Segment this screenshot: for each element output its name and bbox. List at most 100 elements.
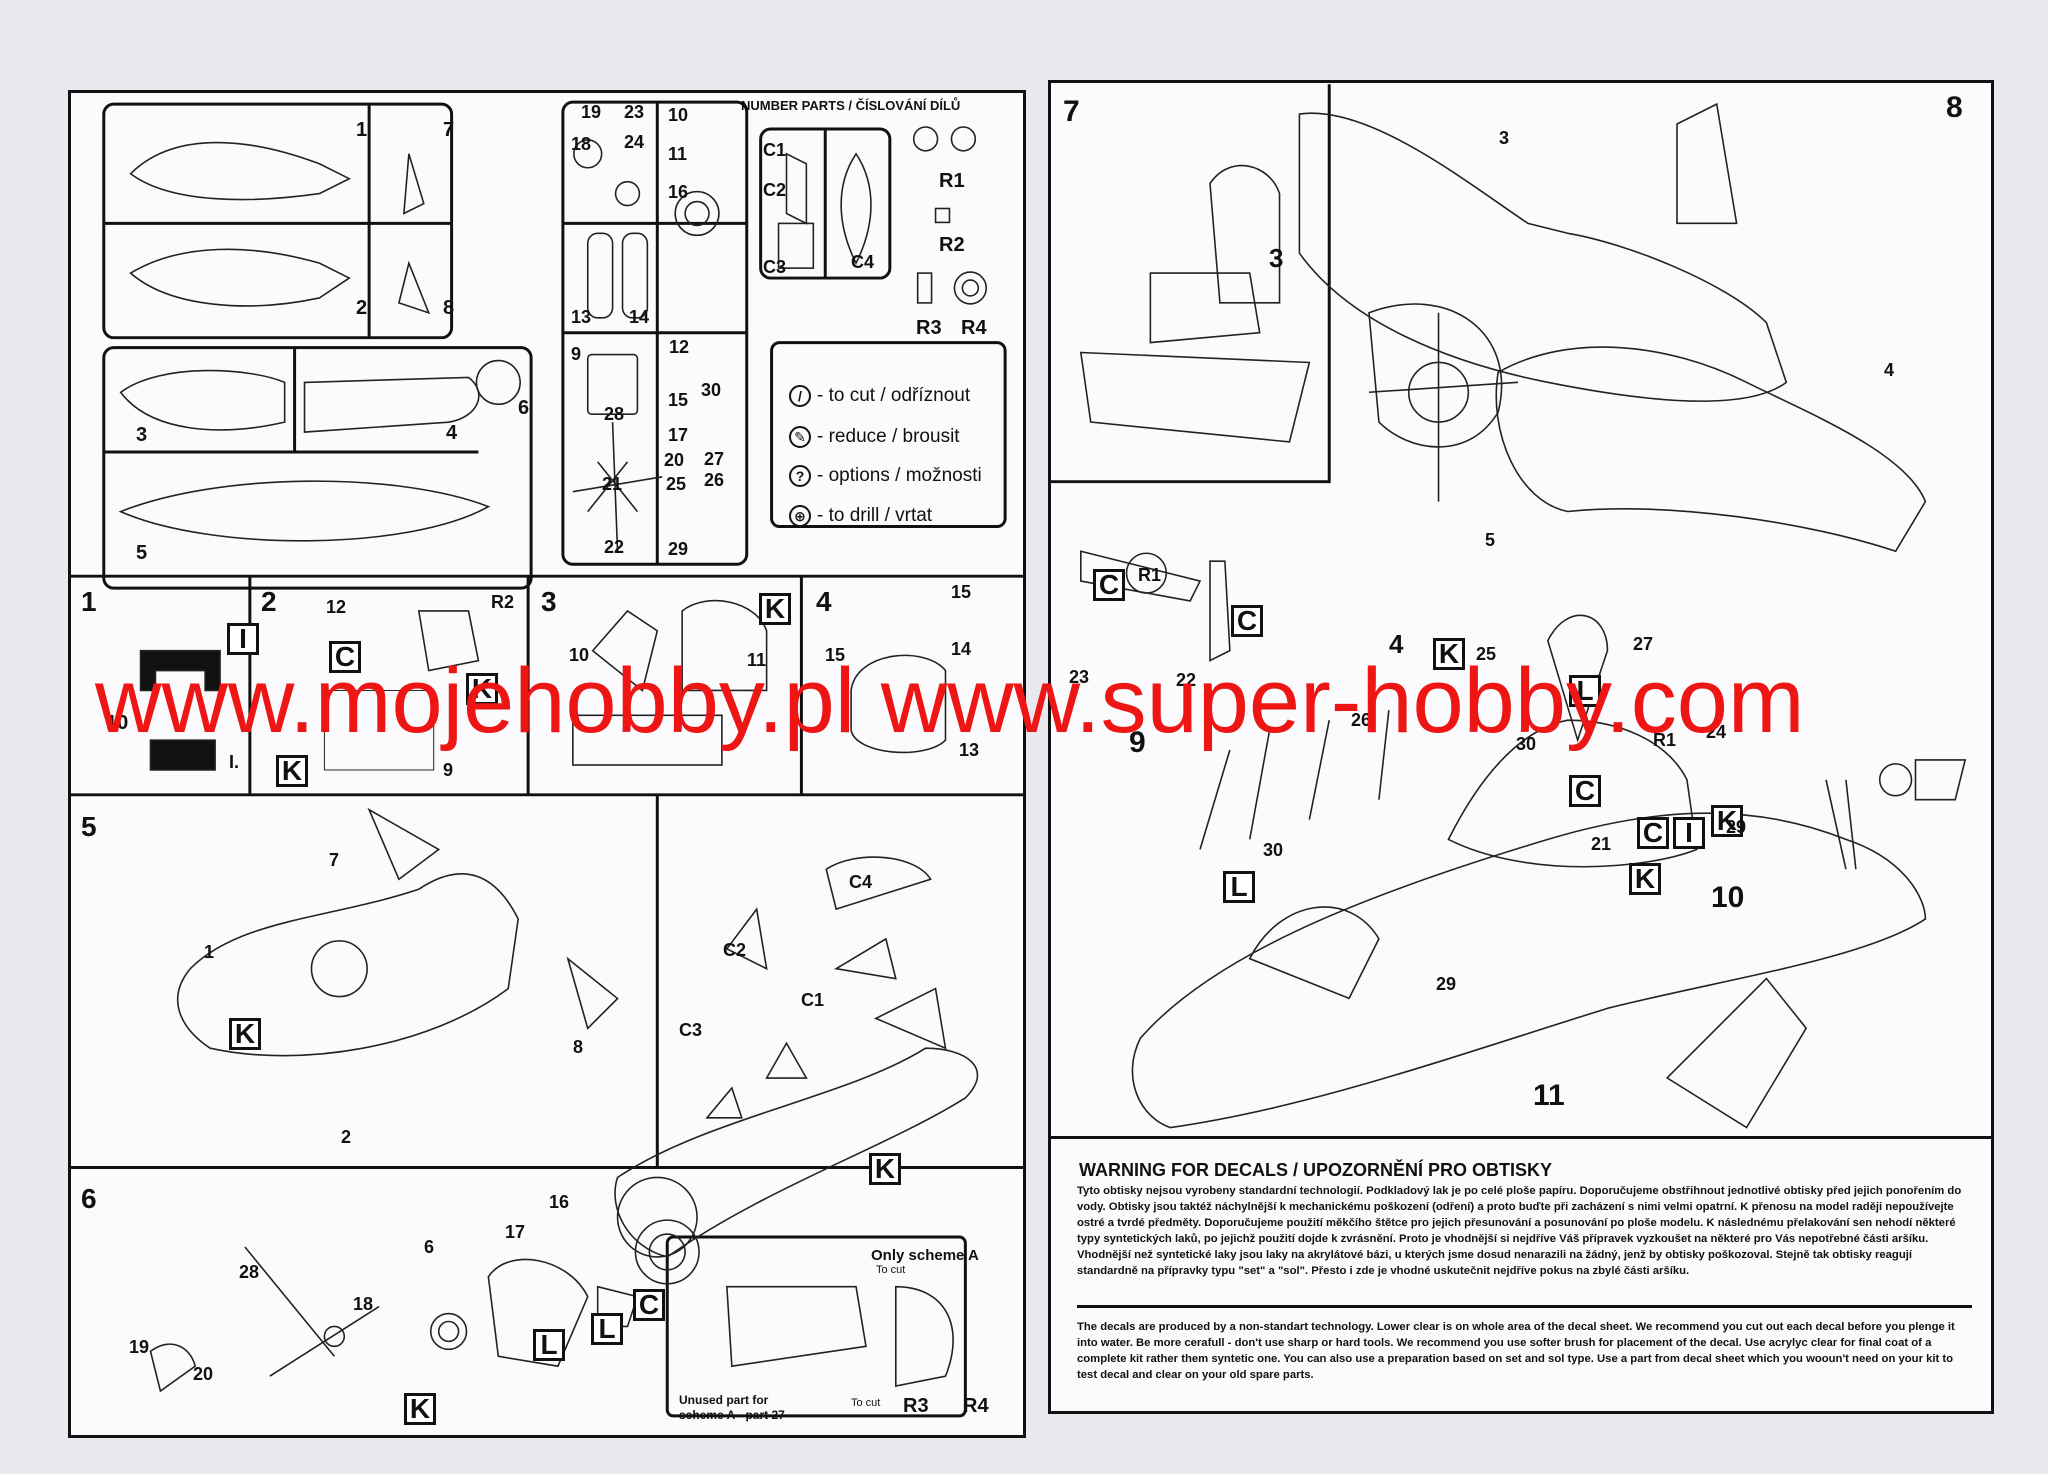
letter-k-box: K bbox=[759, 593, 791, 625]
step6-part-19: 19 bbox=[129, 1337, 150, 1357]
letter-k-box: K bbox=[1711, 805, 1743, 837]
part-19: 19 bbox=[581, 102, 602, 122]
clear-part-c2: C2 bbox=[763, 180, 787, 200]
step5-part-c2: C2 bbox=[723, 940, 747, 960]
part-4: 4 bbox=[446, 422, 458, 444]
step8-part-27: 27 bbox=[1633, 634, 1654, 654]
step-4-number: 4 bbox=[816, 586, 832, 617]
step11-part-29b: 29 bbox=[1436, 974, 1457, 994]
right-page-line-art bbox=[1051, 84, 1991, 1139]
step8-part-3: 3 bbox=[1499, 128, 1510, 148]
number-parts-header: NUMBER PARTS / ČÍSLOVÁNÍ DÍLŮ bbox=[741, 98, 961, 113]
left-page-line-art bbox=[71, 100, 1023, 1418]
step9-part-22: 22 bbox=[1176, 670, 1197, 690]
step1-part-10: 10 bbox=[106, 712, 129, 734]
part-22: 22 bbox=[604, 537, 625, 557]
part-14: 14 bbox=[629, 307, 650, 327]
watermark: www.mojehobby.pl www.super-hobby.com bbox=[95, 650, 1805, 752]
step4-part-14: 14 bbox=[951, 639, 972, 659]
step6-part-28: 28 bbox=[239, 1262, 260, 1282]
reduce-icon: ✎ bbox=[789, 426, 811, 448]
letter-k-box: K bbox=[229, 1018, 261, 1050]
right-instruction-page: 7 3 8 3 4 5 27 C C R1 23 22 9 C C I K K … bbox=[1048, 80, 1994, 1414]
step-5-number: 5 bbox=[81, 811, 97, 842]
step-11-number: 11 bbox=[1533, 1079, 1565, 1112]
letter-l-box: L bbox=[533, 1329, 565, 1361]
legend-cut: / - to cut / odříznout bbox=[789, 385, 970, 407]
part-20: 20 bbox=[664, 450, 685, 470]
step2-part-12: 12 bbox=[326, 597, 347, 617]
step3-part-10: 10 bbox=[569, 645, 590, 665]
unused-part-note: Unused part for scheme A - part 27 bbox=[679, 1393, 785, 1422]
part-8: 8 bbox=[443, 297, 455, 319]
part-18: 18 bbox=[571, 134, 592, 154]
step5-part-c3: C3 bbox=[679, 1020, 703, 1040]
letter-k-box: K bbox=[1433, 638, 1465, 670]
step-1-number: 1 bbox=[81, 586, 97, 617]
part-23: 23 bbox=[624, 102, 645, 122]
step10-part-r1: R1 bbox=[1653, 730, 1677, 750]
letter-c-box: C bbox=[1093, 569, 1125, 601]
legend-options: ? - options / možnosti bbox=[789, 465, 982, 487]
step6-part-16: 16 bbox=[549, 1192, 570, 1212]
legend-drill: ⊕ - to drill / vrtat bbox=[789, 505, 932, 527]
step11-part-26: 26 bbox=[1351, 710, 1372, 730]
step6-part-17: 17 bbox=[505, 1222, 526, 1242]
part-11: 11 bbox=[668, 144, 688, 164]
step11-part-4: 4 bbox=[1389, 629, 1404, 659]
part-15: 15 bbox=[668, 390, 689, 410]
step7-part-3: 3 bbox=[1269, 243, 1284, 273]
letter-c-box: C bbox=[1637, 817, 1669, 849]
part-30: 30 bbox=[701, 380, 722, 400]
part-5: 5 bbox=[136, 542, 148, 564]
step2-part-r2: R2 bbox=[491, 592, 515, 612]
part-16: 16 bbox=[668, 182, 689, 202]
part-27: 27 bbox=[704, 449, 725, 469]
legend-reduce: ✎ - reduce / brousit bbox=[789, 426, 960, 448]
part-7: 7 bbox=[443, 119, 455, 141]
clear-part-c3: C3 bbox=[763, 257, 787, 277]
rubber-part-r1: R1 bbox=[939, 170, 965, 192]
step4-part-15b: 15 bbox=[951, 582, 972, 602]
clear-part-c1: C1 bbox=[763, 140, 787, 160]
letter-c-box: C bbox=[1569, 775, 1601, 807]
decal-warning-title: WARNING FOR DECALS / UPOZORNĚNÍ PRO OBTI… bbox=[1079, 1160, 1553, 1180]
part-6: 6 bbox=[518, 397, 530, 419]
step6-part-20: 20 bbox=[193, 1364, 214, 1384]
letter-l-box: L bbox=[1569, 675, 1601, 707]
part-25: 25 bbox=[666, 474, 687, 494]
letter-i-box: I bbox=[227, 623, 259, 655]
only-scheme-a-title: Only scheme A bbox=[871, 1247, 979, 1264]
letter-i-box: I bbox=[1673, 817, 1705, 849]
step8-part-4: 4 bbox=[1884, 360, 1895, 380]
letter-c-box: C bbox=[1231, 605, 1263, 637]
decal-warning-czech: Tyto obtisky nejsou vyrobeny standardní … bbox=[1077, 1185, 1962, 1277]
part-10: 10 bbox=[668, 105, 689, 125]
step-9-number: 9 bbox=[1129, 726, 1146, 759]
warning-divider bbox=[1077, 1305, 1972, 1308]
cut-icon: / bbox=[789, 385, 811, 407]
step-2-number: 2 bbox=[261, 586, 277, 617]
step4-part-15: 15 bbox=[825, 645, 846, 665]
letter-l-box: L bbox=[1223, 871, 1255, 903]
clear-part-c4: C4 bbox=[851, 252, 875, 272]
scheme-r4: R4 bbox=[963, 1395, 989, 1417]
step6-part-18: 18 bbox=[353, 1294, 374, 1314]
left-instruction-page: 1 2 3 4 5 6 7 8 19 23 10 18 24 11 16 13 … bbox=[68, 90, 1026, 1438]
step-6-number: 6 bbox=[81, 1183, 97, 1214]
letter-c-box: C bbox=[329, 641, 361, 673]
part-2: 2 bbox=[356, 297, 368, 319]
step9-part-23: 23 bbox=[1069, 667, 1090, 687]
part-26: 26 bbox=[704, 470, 725, 490]
letter-c-box: C bbox=[633, 1289, 665, 1321]
letter-i-dot: I. bbox=[229, 752, 240, 772]
step2-part-9: 9 bbox=[443, 760, 454, 780]
letter-k-box: K bbox=[404, 1393, 436, 1425]
step5-part-8: 8 bbox=[573, 1037, 584, 1057]
step11-part-25: 25 bbox=[1476, 644, 1497, 664]
part-29: 29 bbox=[668, 539, 689, 559]
rubber-part-r2: R2 bbox=[939, 234, 965, 256]
letter-k-box: K bbox=[869, 1153, 901, 1185]
scheme-r3: R3 bbox=[903, 1395, 929, 1417]
letter-k-box: K bbox=[276, 755, 308, 787]
